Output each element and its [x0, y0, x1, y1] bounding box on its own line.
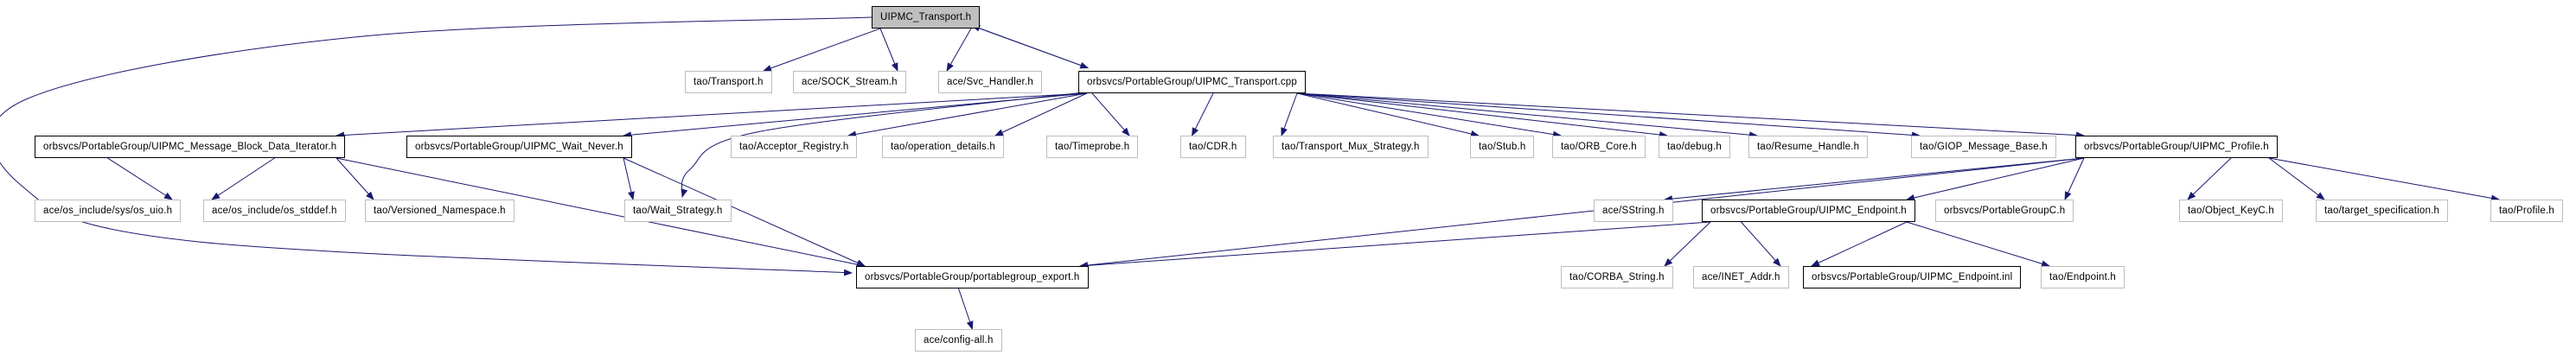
node-portablegroupc-h: orbsvcs/PortableGroupC.h: [1935, 200, 2074, 222]
edge-uipmc-transport-h-to-uipmc-transport-cpp: [972, 25, 1090, 69]
node-tao-orb-core-h: tao/ORB_Core.h: [1552, 136, 1646, 158]
edge-uipmc-transport-h-to-ace-svc-handler-h: [946, 28, 972, 72]
node-ace-config-all-h: ace/config-all.h: [915, 329, 1002, 352]
node-tao-object-keyc-h: tao/Object_KeyC.h: [2179, 200, 2283, 222]
edge-uipmc-endpoint-h-to-ace-inet-addr-h: [1741, 221, 1781, 267]
node-tao-wait-strategy-h: tao/Wait_Strategy.h: [624, 200, 732, 222]
node-tao-acceptor-registry-h: tao/Acceptor_Registry.h: [731, 136, 858, 158]
node-ace-svc-handler-h: ace/Svc_Handler.h: [938, 71, 1042, 93]
node-tao-debug-h: tao/debug.h: [1659, 136, 1730, 158]
edge-uipmc-profile-h-to-tao-profile-h: [2268, 157, 2500, 202]
edge-uipmc-transport-cpp-to-tao-cdr-h: [1192, 92, 1214, 136]
edge-uipmc-wait-never-h-to-tao-wait-strategy-h: [623, 157, 635, 200]
edge-uipmc-transport-cpp-to-tao-acceptor-registry-h: [847, 92, 1088, 138]
edge-uipmc-transport-h-to-ace-sock-stream-h: [879, 28, 898, 72]
node-tao-endpoint-h: tao/Endpoint.h: [2041, 266, 2125, 288]
node-tao-cdr-h: tao/CDR.h: [1180, 136, 1246, 158]
node-tao-timeprobe-h: tao/Timeprobe.h: [1046, 136, 1139, 158]
edge-portablegroup-export-h-to-ace-config-all-h: [958, 288, 974, 330]
node-uipmc-wait-never-h[interactable]: orbsvcs/PortableGroup/UIPMC_Wait_Never.h: [406, 136, 632, 158]
edge-mbdi-h-to-tao-versioned-namespace-h: [336, 157, 374, 200]
edge-uipmc-endpoint-h-to-uipmc-endpoint-inl: [1811, 221, 1908, 267]
edge-uipmc-profile-h-to-tao-object-keyc-h: [2187, 157, 2232, 200]
edge-uipmc-profile-h-to-portablegroupc-h: [2064, 157, 2085, 200]
node-tao-stub-h: tao/Stub.h: [1470, 136, 1535, 158]
edge-uipmc-transport-cpp-to-tao-transport-mux-strategy-h: [1281, 92, 1298, 136]
edge-uipmc-transport-cpp-to-uipmc-wait-never-h: [623, 92, 1088, 139]
edge-uipmc-profile-h-to-portablegroup-export-h: [1079, 157, 2085, 269]
node-os-uio-h: ace/os_include/sys/os_uio.h: [35, 200, 182, 222]
edge-uipmc-transport-cpp-to-tao-timeprobe-h: [1091, 92, 1130, 136]
edge-uipmc-transport-cpp-to-tao-debug-h: [1296, 92, 1668, 138]
edge-uipmc-profile-h-to-ace-sstring-h: [1664, 157, 2085, 203]
edge-uipmc-profile-h-to-uipmc-endpoint-h: [1906, 157, 2085, 201]
node-tao-operation-details-h: tao/operation_details.h: [882, 136, 1004, 158]
edge-uipmc-endpoint-h-to-portablegroup-export-h: [1079, 221, 1711, 269]
edge-uipmc-endpoint-h-to-tao-corba-string-h: [1664, 221, 1711, 267]
edge-uipmc-transport-cpp-to-mbdi-h: [336, 92, 1088, 139]
node-tao-target-specification-h: tao/target_specification.h: [2316, 200, 2449, 222]
node-ace-sstring-h: ace/SString.h: [1594, 200, 1673, 222]
node-tao-transport-mux-strategy-h: tao/Transport_Mux_Strategy.h: [1273, 136, 1429, 158]
node-mbdi-h[interactable]: orbsvcs/PortableGroup/UIPMC_Message_Bloc…: [35, 136, 346, 158]
node-tao-corba-string-h: tao/CORBA_String.h: [1561, 266, 1673, 288]
node-uipmc-endpoint-h[interactable]: orbsvcs/PortableGroup/UIPMC_Endpoint.h: [1702, 200, 1915, 222]
edge-uipmc-endpoint-h-to-tao-endpoint-h: [1906, 221, 2050, 268]
edge-uipmc-profile-h-to-tao-target-specification-h: [2268, 157, 2325, 200]
node-uipmc-profile-h[interactable]: orbsvcs/PortableGroup/UIPMC_Profile.h: [2075, 136, 2278, 158]
node-tao-profile-h: tao/Profile.h: [2490, 200, 2563, 222]
edge-uipmc-transport-cpp-to-tao-orb-core-h: [1296, 92, 1562, 138]
edge-mbdi-h-to-os-uio-h: [107, 157, 173, 200]
node-os-stddef-h: ace/os_include/os_stddef.h: [203, 200, 346, 222]
edge-mbdi-h-to-os-stddef-h: [211, 157, 275, 200]
node-tao-versioned-namespace-h: tao/Versioned_Namespace.h: [365, 200, 515, 222]
node-ace-inet-addr-h: ace/INET_Addr.h: [1693, 266, 1789, 288]
edge-uipmc-transport-cpp-to-tao-giop-message-base-h: [1296, 92, 1921, 139]
edge-uipmc-transport-cpp-to-tao-stub-h: [1296, 92, 1480, 137]
edge-uipmc-transport-cpp-to-tao-operation-details-h: [994, 92, 1088, 136]
node-portablegroup-export-h[interactable]: orbsvcs/PortableGroup/portablegroup_expo…: [856, 266, 1089, 288]
node-tao-transport-h: tao/Transport.h: [685, 71, 772, 93]
node-tao-resume-handle-h: tao/Resume_Handle.h: [1748, 136, 1869, 158]
node-ace-sock-stream-h: ace/SOCK_Stream.h: [793, 71, 906, 93]
edge-uipmc-transport-cpp-to-tao-resume-handle-h: [1296, 92, 1758, 139]
node-uipmc-endpoint-inl[interactable]: orbsvcs/PortableGroup/UIPMC_Endpoint.inl: [1803, 266, 2022, 288]
node-uipmc-transport-cpp[interactable]: orbsvcs/PortableGroup/UIPMC_Transport.cp…: [1078, 71, 1306, 93]
edge-uipmc-transport-h-to-tao-transport-h: [763, 28, 881, 72]
node-tao-giop-message-base-h: tao/GIOP_Message_Base.h: [1911, 136, 2056, 158]
edge-uipmc-transport-cpp-to-uipmc-profile-h: [1296, 92, 2085, 139]
node-uipmc-transport-h: UIPMC_Transport.h: [872, 6, 981, 29]
edge-uipmc-transport-cpp-to-uipmc-transport-h: [971, 25, 1089, 69]
